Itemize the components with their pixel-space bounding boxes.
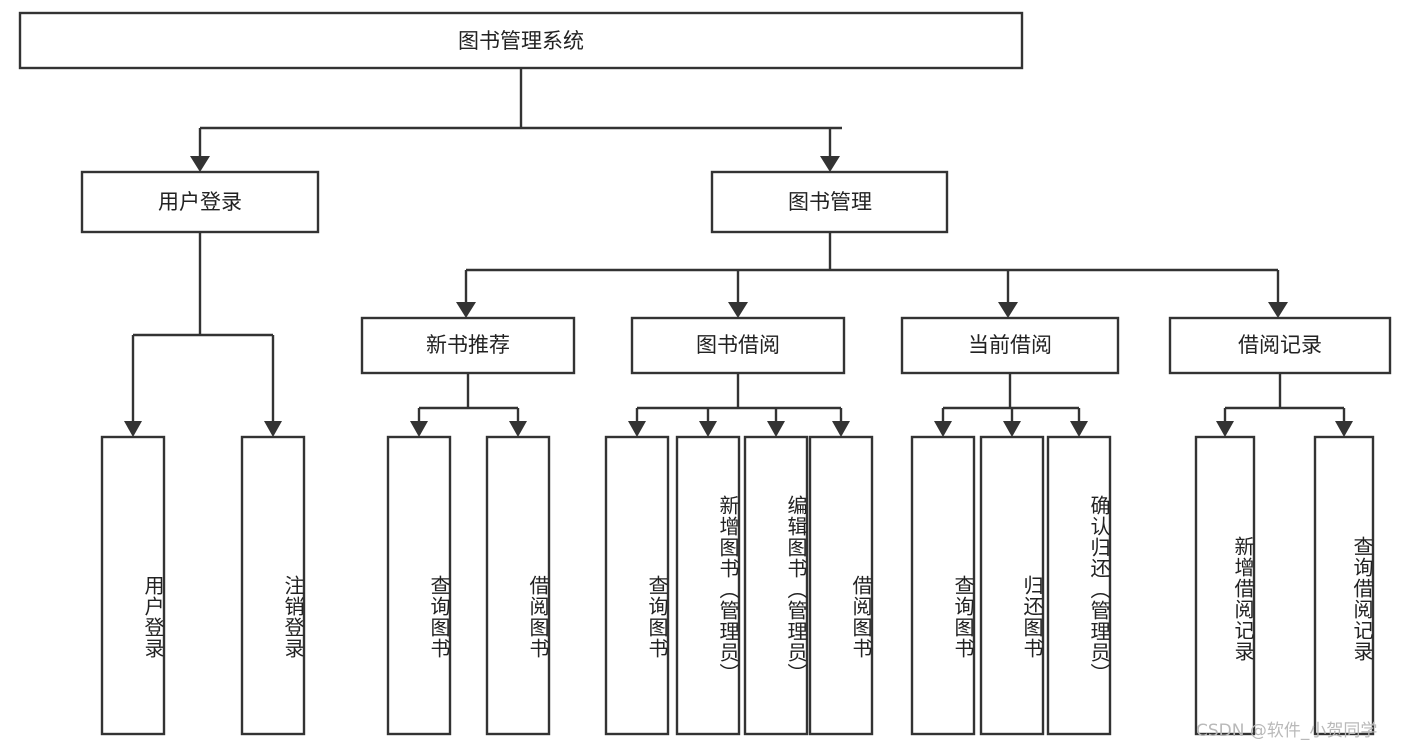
arrow-cb-leaf3 bbox=[1070, 421, 1088, 437]
node-current-borrow[interactable]: 当前借阅 bbox=[900, 316, 1120, 375]
leaf-box-query-book-3[interactable] bbox=[910, 435, 976, 736]
node-new-book-recommend[interactable]: 新书推荐 bbox=[360, 316, 576, 375]
node-new-book-recommend-label: 新书推荐 bbox=[426, 333, 510, 357]
node-book-management-label: 图书管理 bbox=[788, 190, 872, 214]
node-root[interactable]: 图书管理系统 bbox=[18, 11, 1024, 70]
node-user-login[interactable]: 用户登录 bbox=[80, 170, 320, 234]
arrow-bb-leaf3 bbox=[767, 421, 785, 437]
connector-group-book-borrow bbox=[628, 373, 850, 437]
arrow-nb-leaf2 bbox=[509, 421, 527, 437]
leaf-box-edit-book-admin[interactable] bbox=[743, 435, 809, 736]
arrow-br-leaf1 bbox=[1216, 421, 1234, 437]
leaf-box-query-book-1[interactable] bbox=[386, 435, 452, 736]
node-book-management[interactable]: 图书管理 bbox=[710, 170, 949, 234]
node-new-book-recommend-box[interactable] bbox=[360, 316, 576, 375]
leaf-box-borrow-book-1[interactable] bbox=[485, 435, 551, 736]
connector-group-root bbox=[190, 68, 842, 172]
leaf-box-confirm-return[interactable] bbox=[1046, 435, 1112, 736]
arrow-nb-leaf1 bbox=[410, 421, 428, 437]
arrow-to-current-borrow bbox=[998, 302, 1018, 318]
arrow-ul-leaf1 bbox=[124, 421, 142, 437]
arrow-bb-leaf4 bbox=[832, 421, 850, 437]
leaf-box-user-login[interactable] bbox=[100, 435, 166, 736]
arrow-br-leaf2 bbox=[1335, 421, 1353, 437]
node-book-borrow[interactable]: 图书借阅 bbox=[630, 316, 846, 375]
node-current-borrow-box[interactable] bbox=[900, 316, 1120, 375]
arrow-to-new-book bbox=[456, 302, 476, 318]
node-user-login-label: 用户登录 bbox=[158, 190, 242, 214]
node-book-borrow-box[interactable] bbox=[630, 316, 846, 375]
arrow-cb-leaf2 bbox=[1003, 421, 1021, 437]
leaf-box-query-borrow-record[interactable] bbox=[1313, 435, 1375, 736]
arrow-ul-leaf2 bbox=[264, 421, 282, 437]
leaf-box-return-book[interactable] bbox=[979, 435, 1045, 736]
connector-group-book-management bbox=[456, 232, 1288, 318]
arrow-to-borrow-record bbox=[1268, 302, 1288, 318]
node-borrow-record[interactable]: 借阅记录 bbox=[1168, 316, 1392, 375]
leaf-box-add-borrow-record[interactable] bbox=[1194, 435, 1256, 736]
leaf-boxes bbox=[100, 435, 1375, 736]
leaf-box-logout[interactable] bbox=[240, 435, 306, 736]
connector-group-user-login bbox=[124, 232, 282, 437]
connector-group-current-borrow bbox=[934, 373, 1088, 437]
arrow-to-user-login bbox=[190, 156, 210, 172]
arrow-to-book-management bbox=[820, 156, 840, 172]
node-current-borrow-label: 当前借阅 bbox=[968, 333, 1052, 357]
leaf-box-borrow-book-2[interactable] bbox=[808, 435, 874, 736]
arrow-bb-leaf2 bbox=[699, 421, 717, 437]
node-borrow-record-box[interactable] bbox=[1168, 316, 1392, 375]
node-book-management-box[interactable] bbox=[710, 170, 949, 234]
connector-group-new-book bbox=[410, 373, 527, 437]
node-book-borrow-label: 图书借阅 bbox=[696, 333, 780, 357]
node-user-login-box[interactable] bbox=[80, 170, 320, 234]
node-root-box[interactable] bbox=[18, 11, 1024, 70]
node-root-label: 图书管理系统 bbox=[458, 29, 584, 53]
arrow-cb-leaf1 bbox=[934, 421, 952, 437]
csdn-watermark: CSDN @软件_小贺同学 bbox=[1196, 721, 1378, 741]
connector-group-borrow-record bbox=[1216, 373, 1353, 437]
leaf-box-add-book-admin[interactable] bbox=[675, 435, 741, 736]
leaf-box-query-book-2[interactable] bbox=[604, 435, 670, 736]
node-borrow-record-label: 借阅记录 bbox=[1238, 333, 1322, 357]
arrow-to-book-borrow bbox=[728, 302, 748, 318]
arrow-bb-leaf1 bbox=[628, 421, 646, 437]
